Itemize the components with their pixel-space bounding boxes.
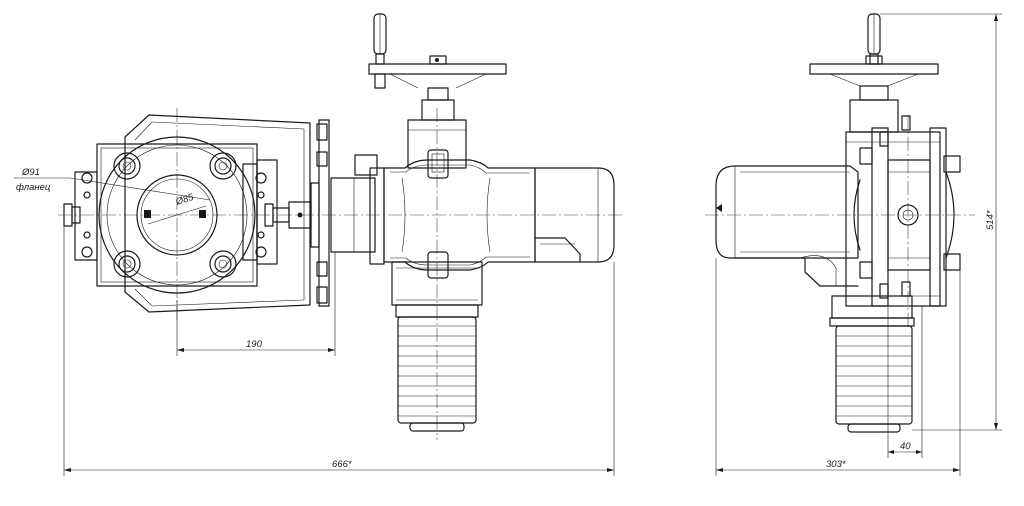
motor-terminal-box [534,237,581,263]
handwheel-hub [427,87,449,101]
mount-plate-side [318,119,330,307]
side-coupling-block [887,159,931,271]
side-bolts [859,131,961,299]
dimension-303 [715,258,961,476]
right-bracket [256,159,278,265]
adapter-block [330,177,376,253]
dimension-514 [880,13,1002,431]
handwheel-cap [429,55,447,65]
adapter-top-lug [354,154,378,176]
flange-outer-circle [98,136,256,294]
side-terminal-box [734,257,859,287]
flange-bolt-bottom-right [209,250,237,278]
left-bolt-nut [71,206,81,224]
left-bracket [74,171,98,261]
side-motor-body [715,165,859,259]
side-width-label: 303* [826,459,846,470]
side-upper-neck [849,99,899,133]
handwheel-hub-base [421,99,455,121]
shaft-distance-label: 190 [246,339,263,350]
front-view [14,13,625,476]
protective-bellows [397,316,477,432]
mount-plate-bolts [316,123,328,304]
flange-bolt-top-right [209,152,237,180]
lower-body [391,261,483,306]
side-shaft-hole [897,204,919,226]
flange-square-inner [100,147,254,283]
overall-height-label: 514* [985,210,996,230]
side-protective-bellows [835,325,913,433]
side-view [705,13,1002,476]
side-housing-curve [853,179,861,251]
flange-diameter-label: Ø91 [21,167,40,178]
side-bottom-lug [901,281,911,297]
housing-top-lug [427,149,449,179]
side-flange-plate-rear [929,127,947,307]
motor-rotation-arrow [716,204,722,212]
rear-mounting-plate [124,114,311,313]
handwheel-crank-handle [373,13,387,89]
side-handwheel-hub [859,85,889,101]
motor-cylinder [534,167,615,263]
flange-bolt-bottom-left [113,250,141,278]
bore-key-right [199,210,206,218]
adapter-collar [369,167,385,265]
overall-length-label: 666* [332,459,352,470]
dimension-666 [63,226,615,476]
bore-inner-circle [140,178,214,252]
dimension-190 [176,252,336,356]
right-bracket-inner [242,163,258,261]
bore-key-left [144,210,151,218]
handwheel-rim [368,63,507,75]
handle-offset-label: 40 [900,441,911,452]
side-top-lug [901,115,911,131]
side-rear-curve [945,171,955,259]
side-flange-plate-front [871,127,889,307]
flange-pitch-circle [106,144,248,286]
dimension-40 [887,306,923,458]
flange-diameter-leader [69,177,211,201]
flange-bolt-top-left [113,152,141,180]
bore-diameter-leader [147,205,207,225]
bracket-bolts [81,172,267,258]
side-crank-handle [867,13,881,65]
flange-name-label: фланец [16,182,51,193]
bore-diameter-label: Ø85 [174,192,196,209]
plate-inner-edge [134,121,305,307]
coupling-pin [297,212,303,218]
housing-bottom-lug [427,251,449,279]
side-handwheel-rim [809,63,939,75]
bore-outer-circle [136,174,218,256]
